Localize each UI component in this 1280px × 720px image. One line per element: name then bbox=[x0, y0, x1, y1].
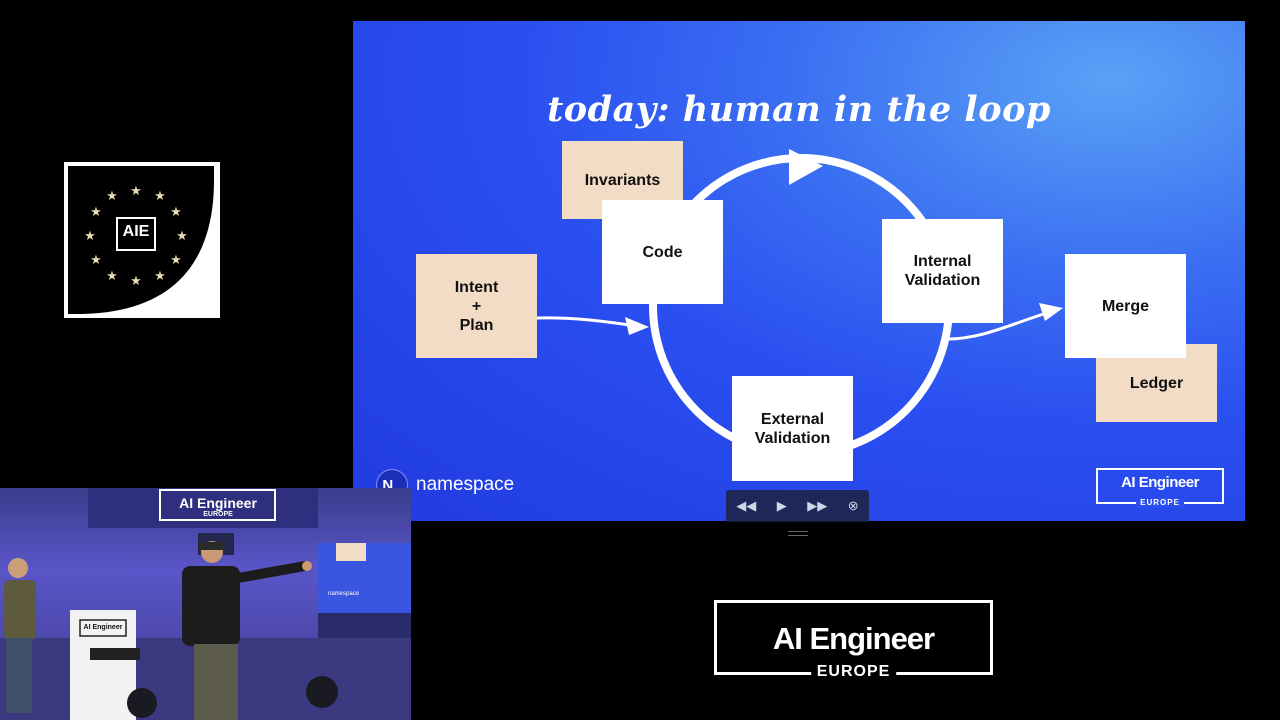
svg-text:★: ★ bbox=[170, 205, 182, 220]
svg-text:★: ★ bbox=[106, 189, 118, 204]
namespace-logo-text: namespace bbox=[416, 474, 515, 495]
svg-text:★: ★ bbox=[90, 253, 102, 268]
stage-scene bbox=[0, 488, 411, 720]
external-validation-box: External Validation bbox=[732, 376, 853, 481]
brand-name: AI Engineer bbox=[772, 621, 935, 656]
play-icon[interactable]: ▶ bbox=[776, 498, 787, 513]
svg-text:★: ★ bbox=[154, 189, 166, 204]
brand-sub: EUROPE bbox=[810, 663, 897, 681]
player-drag-handle[interactable] bbox=[788, 531, 808, 536]
camera-screen-label: namespace bbox=[328, 591, 360, 597]
camera-banner-name: AI Engineer bbox=[179, 495, 257, 511]
slide-brand-sub: EUROPE bbox=[1136, 498, 1184, 508]
slide-ai-engineer-logo: AI Engineer EUROPE bbox=[1096, 468, 1224, 508]
svg-text:★: ★ bbox=[154, 269, 166, 284]
svg-text:★: ★ bbox=[84, 229, 96, 244]
presentation-slide: today: human in the loop Invariants Code… bbox=[353, 21, 1245, 521]
rewind-icon[interactable]: ◀◀ bbox=[736, 498, 757, 513]
intent-plan-box: Intent + Plan bbox=[416, 254, 537, 358]
aie-badge-logo: ★ ★ ★ ★ ★ ★ ★ ★ ★ ★ ★ ★ AIE bbox=[64, 162, 220, 318]
podium-label: AI Engineer bbox=[83, 624, 123, 631]
aie-badge-text: AIE bbox=[122, 223, 150, 240]
camera-feed: AI Engineer EUROPE AI Engineer namespace bbox=[0, 488, 411, 720]
svg-text:★: ★ bbox=[106, 269, 118, 284]
fast-forward-icon[interactable]: ▶▶ bbox=[807, 498, 828, 513]
internal-validation-box: Internal Validation bbox=[882, 219, 1003, 323]
camera-banner-sub: EUROPE bbox=[203, 511, 233, 518]
ai-engineer-europe-logo: AI Engineer EUROPE bbox=[714, 600, 993, 681]
svg-text:★: ★ bbox=[90, 205, 102, 220]
loop-arrow-head bbox=[789, 149, 823, 185]
merge-box: Merge bbox=[1065, 254, 1186, 358]
slide-title: today: human in the loop bbox=[547, 89, 1051, 130]
svg-text:★: ★ bbox=[170, 253, 182, 268]
svg-text:★: ★ bbox=[130, 184, 142, 199]
svg-text:★: ★ bbox=[130, 274, 142, 289]
code-box: Code bbox=[602, 200, 723, 304]
svg-text:★: ★ bbox=[176, 229, 188, 244]
close-icon[interactable]: ⊗ bbox=[847, 498, 859, 513]
slide-brand-name: AI Engineer bbox=[1121, 474, 1199, 491]
aie-stars-icon: ★ ★ ★ ★ ★ ★ ★ ★ ★ ★ ★ ★ bbox=[68, 166, 214, 314]
video-player-controls: ◀◀ ▶ ▶▶ ⊗ bbox=[726, 490, 869, 522]
